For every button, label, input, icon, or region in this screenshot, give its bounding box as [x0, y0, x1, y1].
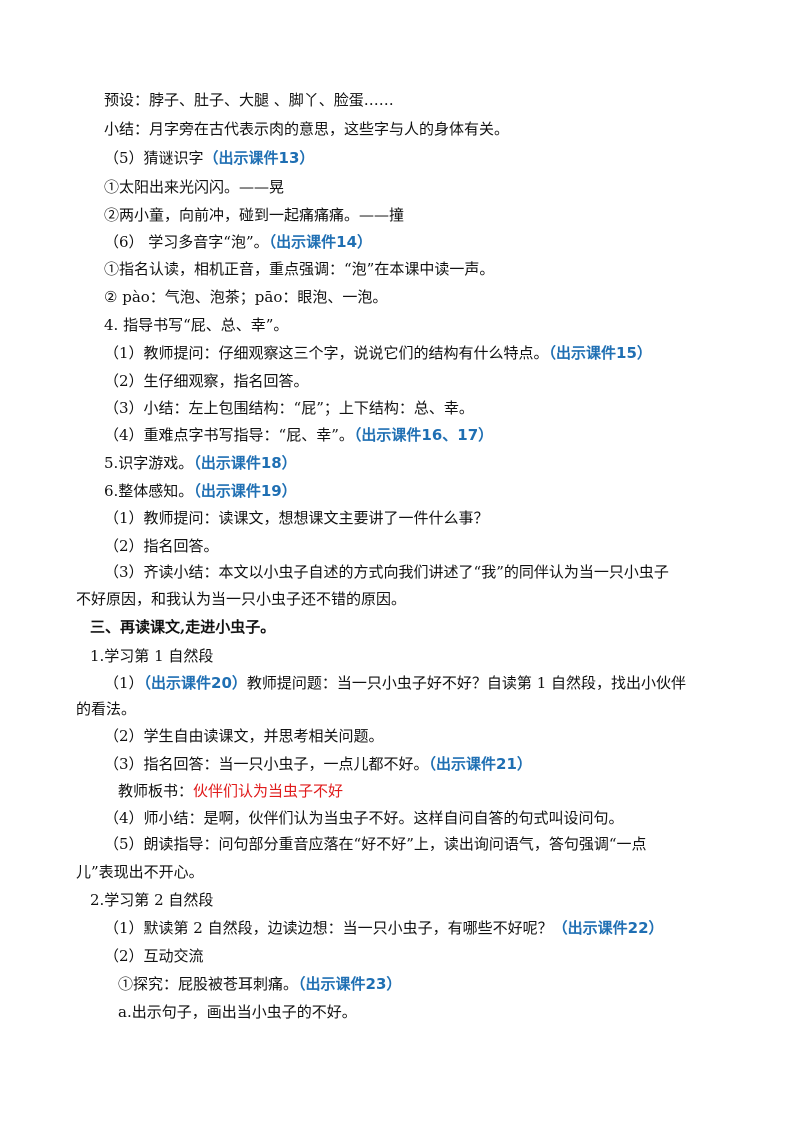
line-text: （5）朗读指导：问句部分重音应落在“好不好”上，读出询问语气，答句强调“一点: [104, 835, 647, 853]
line-text: （6） 学习多音字“泡”。: [104, 233, 269, 251]
line-text: （2）学生自由读课文，并思考相关问题。: [104, 727, 384, 745]
text-line: 2.学习第 2 自然段: [90, 890, 213, 910]
line-text: 教师提问题：当一只小虫子好不好？自读第 1 自然段，找出小伙伴: [246, 674, 687, 692]
line-text: 儿”表现出不开心。: [76, 863, 204, 881]
text-line: 儿”表现出不开心。: [76, 862, 204, 882]
text-line: （3）指名回答：当一只小虫子，一点儿都不好。（出示课件21）: [104, 754, 532, 774]
text-line: （3）齐读小结：本文以小虫子自述的方式向我们讲述了“我”的同伴认为当一只小虫子: [104, 562, 669, 582]
line-text: 4. 指导书写“屁、总、幸”。: [104, 316, 289, 334]
text-line: （1）默读第 2 自然段，边读边想：当一只小虫子，有哪些不好呢？（出示课件22）: [104, 918, 664, 938]
line-text: ①探究：屁股被苍耳刺痛。: [118, 975, 299, 993]
text-line: 教师板书：伙伴们认为当虫子不好: [118, 781, 343, 801]
courseware-ref: （出示课件22）: [552, 919, 664, 937]
line-text: 的看法。: [76, 700, 137, 718]
line-text: （2）指名回答。: [104, 537, 219, 555]
courseware-ref: （出示课件18）: [193, 454, 297, 472]
line-text: a.出示句子，画出当小虫子的不好。: [118, 1003, 357, 1021]
line-text: （1）教师提问：仔细观察这三个字，说说它们的结构有什么特点。: [104, 344, 549, 362]
line-text: 6.整体感知。: [104, 482, 194, 500]
line-text: （3）指名回答：当一只小虫子，一点儿都不好。: [104, 755, 429, 773]
line-text: 教师板书：: [118, 782, 194, 800]
text-line: （4）师小结：是啊，伙伴们认为当虫子不好。这样自问自答的句式叫设问句。: [104, 808, 624, 828]
line-text: （5）猜谜识字: [104, 149, 204, 167]
line-text: 5.识字游戏。: [104, 454, 194, 472]
text-line: （1）教师提问：仔细观察这三个字，说说它们的结构有什么特点。（出示课件15）: [104, 343, 652, 363]
text-line: 不好原因，和我认为当一只小虫子还不错的原因。: [76, 589, 406, 609]
text-line: ①探究：屁股被苍耳刺痛。（出示课件23）: [118, 974, 401, 994]
courseware-ref: （出示课件13）: [203, 149, 315, 167]
board-writing: 伙伴们认为当虫子不好: [193, 782, 344, 800]
text-line: （2）学生自由读课文，并思考相关问题。: [104, 726, 384, 746]
line-text: （2）生仔细观察，指名回答。: [104, 372, 309, 390]
text-line: （5）猜谜识字（出示课件13）: [104, 148, 314, 168]
text-line: 5.识字游戏。（出示课件18）: [104, 453, 297, 473]
text-line: （6） 学习多音字“泡”。（出示课件14）: [104, 232, 372, 252]
courseware-ref: （出示课件14）: [268, 233, 373, 251]
line-text: ①太阳出来光闪闪。——晃: [104, 178, 285, 196]
text-line: （5）朗读指导：问句部分重音应落在“好不好”上，读出询问语气，答句强调“一点: [104, 834, 647, 854]
courseware-ref: （出示课件15）: [548, 344, 652, 362]
section-heading: 三、再读课文,走进小虫子。: [90, 617, 275, 637]
text-line: （1）（出示课件20）教师提问题：当一只小虫子好不好？自读第 1 自然段，找出小…: [104, 673, 686, 693]
text-line: a.出示句子，画出当小虫子的不好。: [118, 1002, 357, 1022]
text-line: ①指名认读，相机正音，重点强调：“泡”在本课中读一声。: [104, 259, 494, 279]
text-line: 预设：脖子、肚子、大腿 、脚丫、脸蛋……: [104, 90, 394, 110]
text-line: 6.整体感知。（出示课件19）: [104, 481, 297, 501]
line-text: 1.学习第 1 自然段: [90, 647, 214, 665]
text-line: （2）生仔细观察，指名回答。: [104, 371, 309, 391]
text-line: （4）重难点字书写指导：“屁、幸”。（出示课件16、17）: [104, 425, 493, 445]
line-text: （1）教师提问：读课文，想想课文主要讲了一件什么事？: [104, 509, 489, 527]
line-text: （3）齐读小结：本文以小虫子自述的方式向我们讲述了“我”的同伴认为当一只小虫子: [104, 563, 669, 581]
line-text: 不好原因，和我认为当一只小虫子还不错的原因。: [76, 590, 407, 608]
line-text: 小结：月字旁在古代表示肉的意思，这些字与人的身体有关。: [104, 120, 510, 138]
text-line: 1.学习第 1 自然段: [90, 646, 213, 666]
courseware-ref: （出示课件21）: [428, 755, 532, 773]
text-line: （2）指名回答。: [104, 536, 219, 556]
text-line: ②两小童，向前冲，碰到一起痛痛痛。——撞: [104, 205, 404, 225]
heading-text: 三、再读课文,走进小虫子。: [90, 618, 276, 636]
courseware-ref: （出示课件19）: [193, 482, 297, 500]
line-text: （1）默读第 2 自然段，边读边想：当一只小虫子，有哪些不好呢？: [104, 919, 553, 937]
text-line: 的看法。: [76, 699, 136, 719]
line-text: 预设：脖子、肚子、大腿 、脚丫、脸蛋……: [104, 91, 394, 109]
courseware-ref: （出示课件16、17）: [353, 426, 494, 444]
text-line: ①太阳出来光闪闪。——晃: [104, 177, 284, 197]
text-line: 4. 指导书写“屁、总、幸”。: [104, 315, 288, 335]
courseware-ref: （出示课件20）: [143, 674, 247, 692]
text-line: ② pào：气泡、泡茶；pāo：眼泡、一泡。: [104, 287, 387, 307]
text-line: （2）互动交流: [104, 946, 204, 966]
courseware-ref: （出示课件23）: [298, 975, 402, 993]
line-text: （3）小结：左上包围结构：“屁”；上下结构：总、幸。: [104, 399, 474, 417]
text-line: （3）小结：左上包围结构：“屁”；上下结构：总、幸。: [104, 398, 474, 418]
line-text: ②两小童，向前冲，碰到一起痛痛痛。——撞: [104, 206, 405, 224]
text-line: 小结：月字旁在古代表示肉的意思，这些字与人的身体有关。: [104, 119, 509, 139]
line-text: ①指名认读，相机正音，重点强调：“泡”在本课中读一声。: [104, 260, 495, 278]
line-text: 2.学习第 2 自然段: [90, 891, 214, 909]
line-text: （4）师小结：是啊，伙伴们认为当虫子不好。这样自问自答的句式叫设问句。: [104, 809, 624, 827]
text-line: （1）教师提问：读课文，想想课文主要讲了一件什么事？: [104, 508, 489, 528]
line-text: ② pào：气泡、泡茶；pāo：眼泡、一泡。: [104, 288, 388, 306]
line-text: （1）: [104, 674, 144, 692]
line-text: （4）重难点字书写指导：“屁、幸”。: [104, 426, 354, 444]
line-text: （2）互动交流: [104, 947, 204, 965]
